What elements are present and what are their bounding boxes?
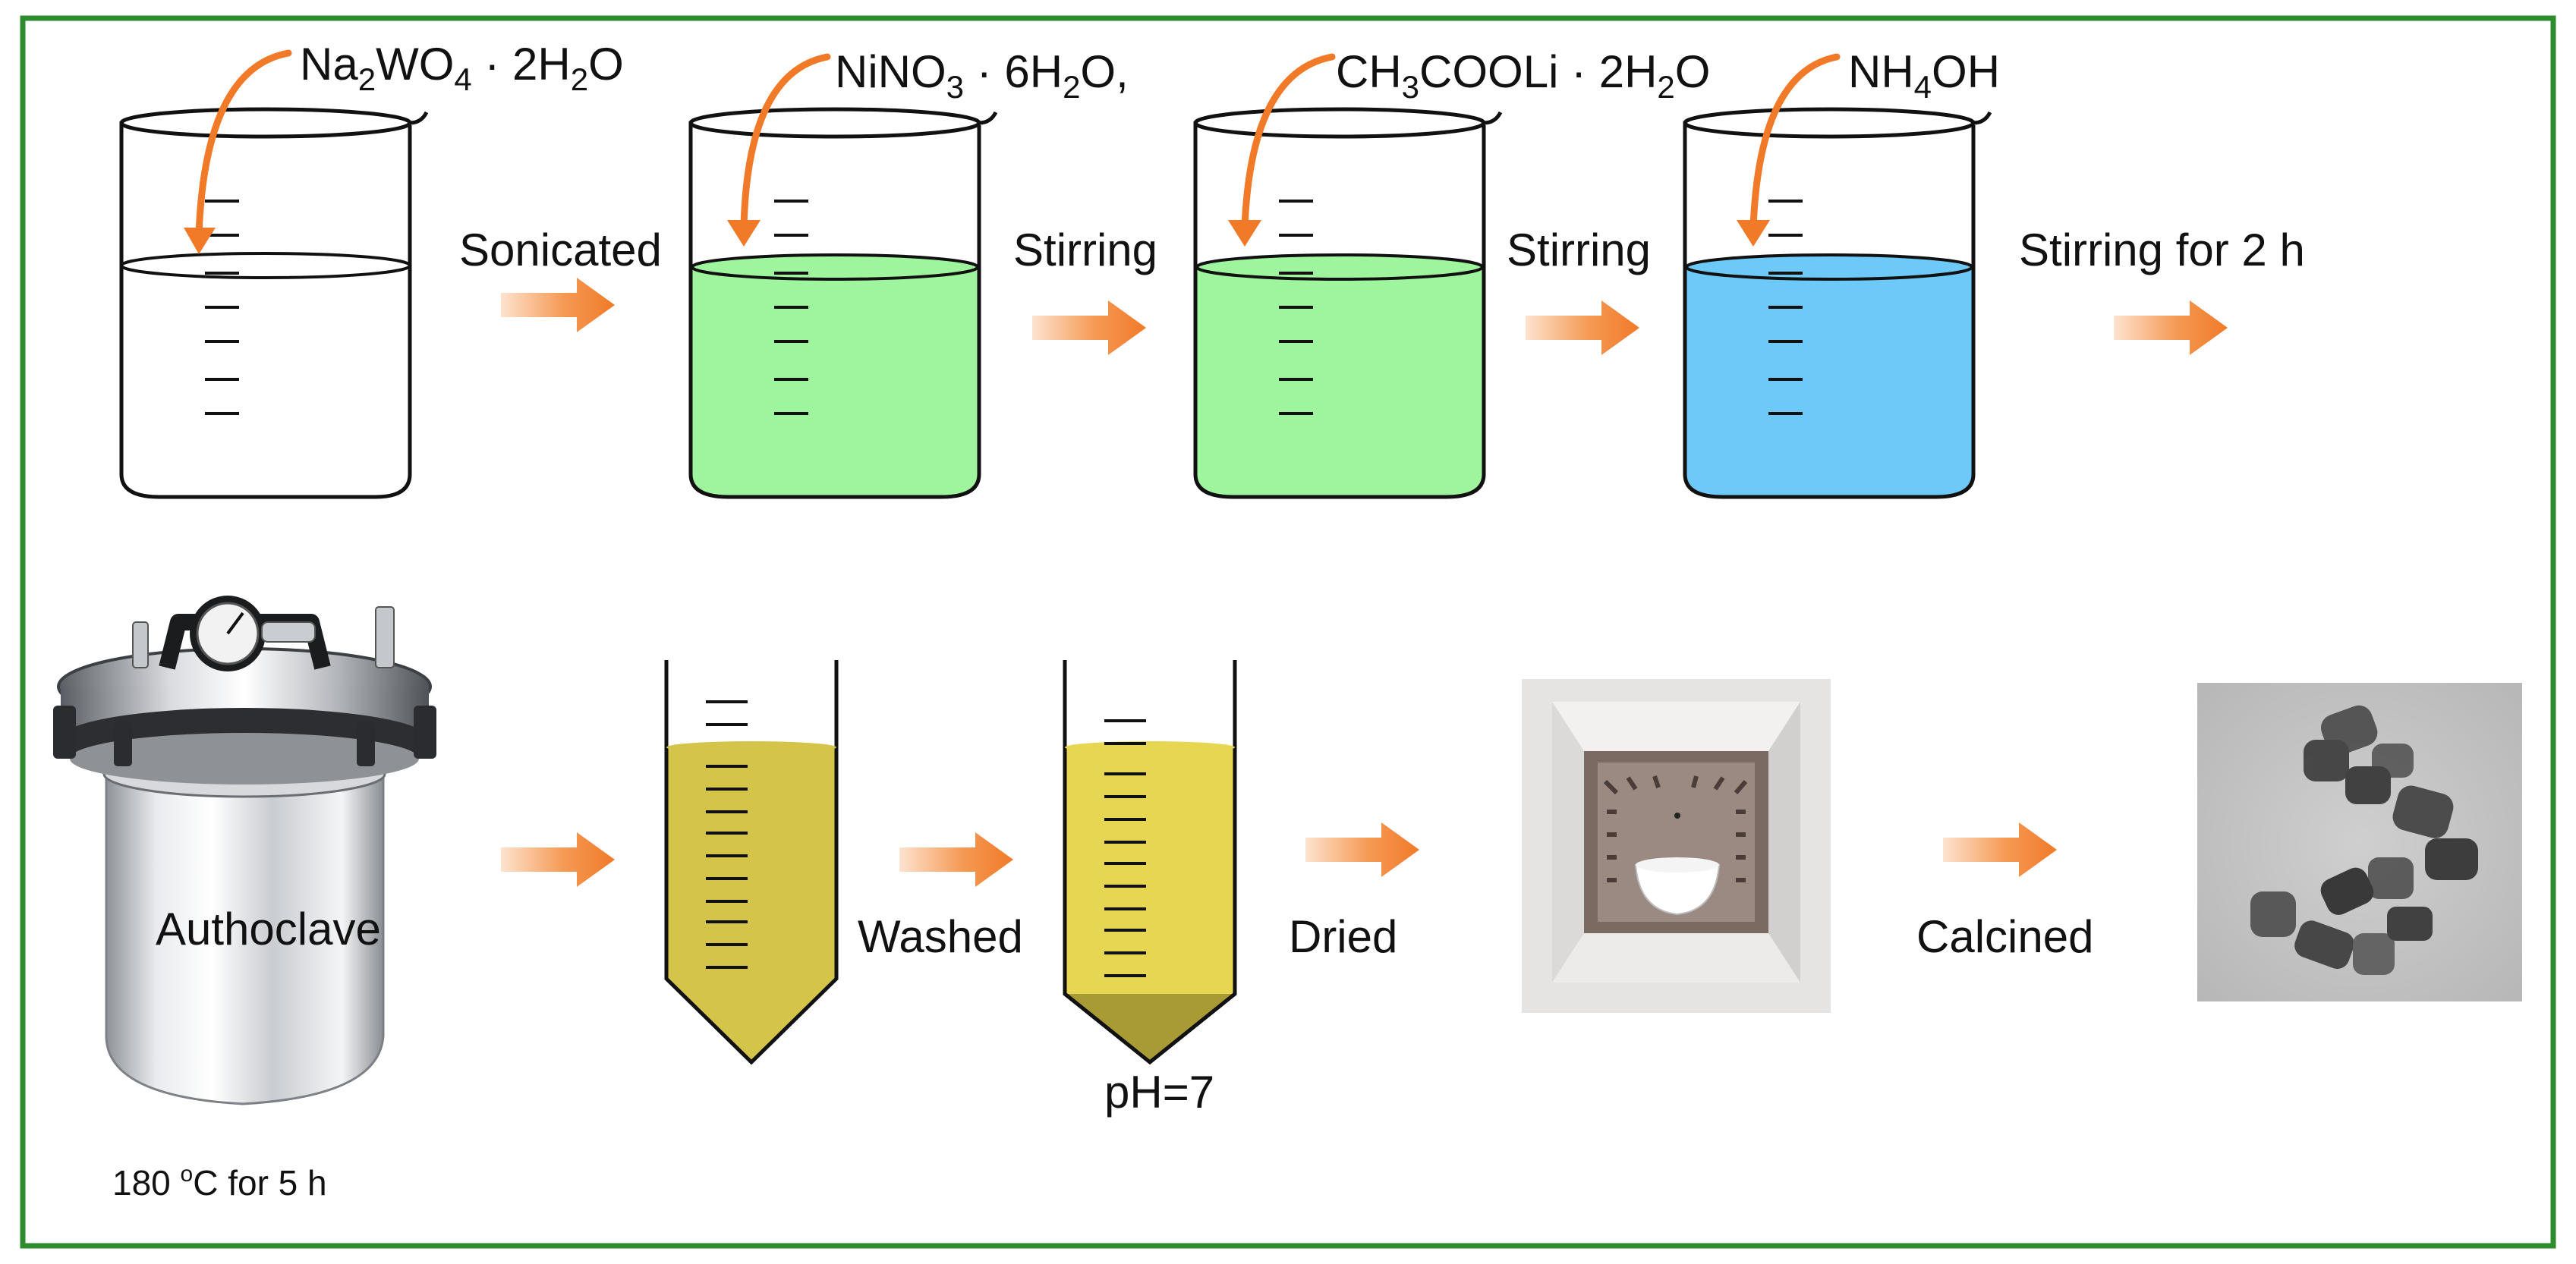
ph-label: pH=7	[1104, 1067, 1214, 1118]
temperature-label: 180 oC for 5 h	[112, 1162, 327, 1203]
process-arrow-icon	[501, 832, 615, 887]
autoclave-icon	[53, 596, 436, 1105]
arrow-head-icon	[1737, 220, 1770, 247]
step-label-dried: Dried	[1289, 911, 1397, 962]
step-label-stirring-2h: Stirring for 2 h	[2019, 225, 2305, 275]
step-label-sonicated: Sonicated	[459, 225, 662, 275]
arrow-head-icon	[1228, 220, 1261, 247]
arrow-head-icon	[727, 220, 761, 247]
beaker-icon	[688, 107, 998, 499]
step-label-stirring: Stirring	[1013, 225, 1157, 275]
beaker-icon	[119, 107, 429, 499]
add-reagent-arrow-icon	[1241, 53, 1336, 231]
centrifuge-tube-icon	[664, 660, 839, 1065]
arrow-head-icon	[184, 228, 216, 254]
add-reagent-arrow-icon	[195, 49, 292, 239]
step-label-stirring: Stirring	[1507, 225, 1651, 275]
furnace-icon	[1522, 679, 1831, 1013]
beaker-icon	[1193, 107, 1503, 499]
process-arrow-icon	[1943, 822, 2057, 877]
diagram-frame	[20, 15, 2556, 1249]
add-reagent-arrow-icon	[1749, 53, 1841, 231]
beaker-icon	[1683, 107, 1992, 499]
process-arrow-icon	[1526, 300, 1639, 355]
step-label-calcined: Calcined	[1916, 911, 2093, 962]
process-arrow-icon	[1305, 822, 1419, 877]
reagent-label-4: NH4OH	[1848, 46, 2000, 105]
reagent-label-2: NiNO3 · 6H2O,	[835, 46, 1129, 105]
process-arrow-icon	[501, 278, 615, 332]
autoclave-label: Authoclave	[156, 904, 381, 954]
centrifuge-tube-icon	[1063, 660, 1237, 1065]
add-reagent-arrow-icon	[740, 53, 831, 231]
process-arrow-icon	[899, 832, 1013, 887]
process-arrow-icon	[2114, 300, 2228, 355]
step-label-washed: Washed	[858, 911, 1023, 962]
process-arrow-icon	[1032, 300, 1146, 355]
reagent-label-1: Na2WO4 · 2H2O	[300, 39, 624, 97]
reagent-label-3: CH3COOLi · 2H2O	[1336, 46, 1710, 105]
tem-image-icon	[2197, 683, 2522, 1001]
